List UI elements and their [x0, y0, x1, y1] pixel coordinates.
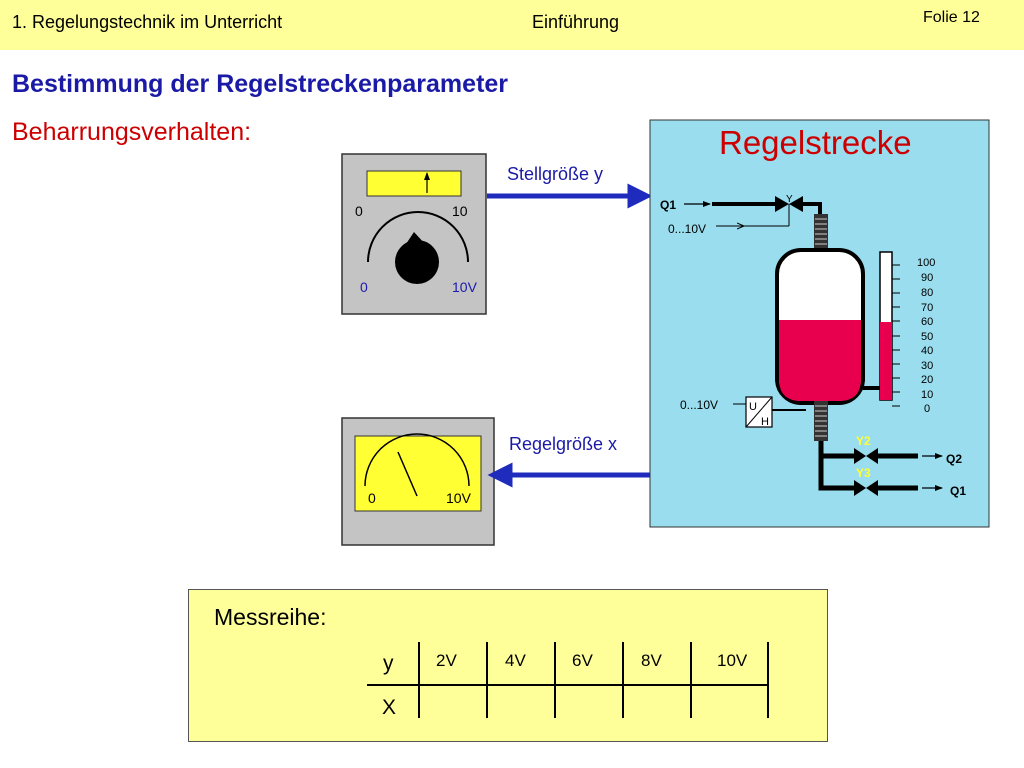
scale-tick: 60: [921, 316, 933, 328]
page-title: Bestimmung der Regelstreckenparameter: [12, 70, 509, 98]
sensor-signal-label: 0...10V: [680, 398, 718, 412]
level-scale: 100 90 80 70 60 50 40 30 20 10 0: [917, 257, 935, 415]
level-gauge: [863, 251, 900, 407]
scale-tick: 100: [917, 257, 935, 269]
y2-label: Y2: [856, 434, 871, 448]
header-bar: 1. Regelungstechnik im Unterricht Einfüh…: [0, 0, 1024, 50]
section-title: Einführung: [532, 12, 620, 32]
meter-needle: [397, 451, 418, 497]
row-label-y: y: [383, 652, 394, 675]
table-cell: 4V: [505, 651, 526, 670]
tank: [775, 248, 865, 405]
messreihe-box: Messreihe:: [188, 589, 828, 742]
q1-out-label: Q1: [950, 484, 966, 498]
scale-max-label: 10: [452, 203, 468, 219]
scale-tick: 10: [921, 389, 933, 401]
table-column-divider: [554, 642, 556, 718]
scale-tick: 90: [921, 272, 933, 284]
volt-max-label: 10V: [452, 279, 478, 295]
adjust-knob[interactable]: [395, 232, 439, 284]
valve-y2[interactable]: [854, 448, 878, 464]
table-column-divider: [690, 642, 692, 718]
table-column-divider: [622, 642, 624, 718]
scale-min-label: 0: [355, 203, 363, 219]
svg-text:U: U: [749, 401, 757, 413]
scale-tick: 80: [921, 287, 933, 299]
plant-panel: Regelstrecke Q1 Y 0...10V: [649, 119, 990, 528]
stell-label: Stellgröße y: [507, 164, 603, 184]
y3-label: Y3: [856, 466, 871, 480]
setpoint-adjuster: 0 10 0 10V: [341, 153, 487, 315]
table-column-divider: [767, 642, 769, 718]
q1-in-label: Q1: [660, 198, 676, 212]
table-column-divider: [486, 642, 488, 718]
svg-text:H: H: [761, 416, 769, 428]
page-subtitle: Beharrungsverhalten:: [12, 118, 252, 146]
valve-y3[interactable]: [854, 480, 878, 496]
scale-tick: 40: [921, 345, 933, 357]
voltmeter: 0 10V: [341, 417, 495, 546]
valve-signal-label: 0...10V: [668, 222, 706, 236]
valve-y-label: Y: [786, 194, 793, 205]
row-label-x: X: [382, 696, 397, 719]
table-cell: 2V: [436, 651, 457, 670]
scale-tick: 50: [921, 331, 933, 343]
transducer: U H: [745, 396, 773, 428]
table-row-divider: [367, 684, 769, 686]
scale-tick: 30: [921, 360, 933, 372]
messreihe-title: Messreihe:: [214, 604, 327, 630]
volt-min-label: 0: [360, 279, 368, 295]
slide-number: Folie 12: [923, 9, 980, 26]
table-cell: 8V: [641, 651, 662, 670]
table-column-divider: [418, 642, 420, 718]
table-cell: 10V: [717, 651, 748, 670]
meter-min-label: 0: [368, 490, 376, 506]
meter-max-label: 10V: [446, 490, 472, 506]
scale-tick: 70: [921, 302, 933, 314]
q2-out-label: Q2: [946, 452, 962, 466]
regel-label: Regelgröße x: [509, 434, 617, 454]
inlet-valve[interactable]: Y: [775, 194, 803, 226]
tank-fluid: [779, 320, 861, 401]
course-title: 1. Regelungstechnik im Unterricht: [12, 12, 283, 32]
plant-title: Regelstrecke: [719, 124, 912, 161]
table-cell: 6V: [572, 651, 593, 670]
scale-tick: 20: [921, 374, 933, 386]
scale-tick: 0: [924, 403, 930, 415]
